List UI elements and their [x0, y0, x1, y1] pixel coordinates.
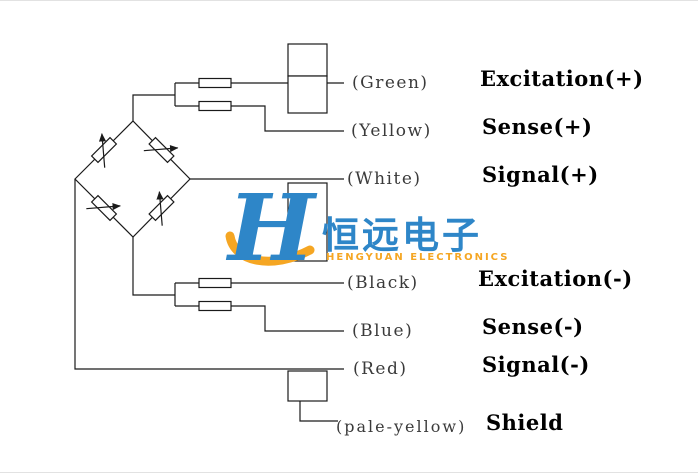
- strain-gauge: [86, 194, 121, 222]
- terminal-block-bottom: [287, 370, 328, 402]
- resistor: [198, 77, 232, 89]
- wire-function-label: Sense(-): [482, 314, 584, 339]
- wire-color-label: (Black): [347, 273, 419, 293]
- wire-color-label: (Green): [352, 73, 429, 93]
- compensation-resistors: [198, 77, 232, 312]
- strain-gauge: [143, 136, 179, 164]
- wire-color-label: (Blue): [352, 321, 414, 341]
- wire-row-red: (Red) Signal(-): [0, 352, 698, 383]
- wire-function-label: Shield: [486, 410, 564, 435]
- wire-row-green: (Green) Excitation(+): [0, 66, 698, 97]
- strain-gauge: [90, 133, 118, 168]
- wire-function-label: Signal(+): [482, 162, 599, 187]
- wheatstone-bridge: [74, 120, 191, 238]
- wire-row-blue: (Blue) Sense(-): [0, 314, 698, 345]
- resistor: [198, 300, 232, 312]
- wire-row-yellow: (Yellow) Sense(+): [0, 114, 698, 145]
- wire-function-label: Excitation(+): [480, 66, 644, 91]
- wire-color-label: (pale-yellow): [336, 417, 467, 436]
- resistor: [198, 100, 232, 112]
- strain-gauge: [148, 191, 175, 226]
- wire-function-label: Excitation(-): [478, 266, 633, 291]
- wire-function-label: Sense(+): [482, 114, 593, 139]
- terminal-block-top-cell-2: [287, 75, 328, 114]
- wire-row-shield: (pale-yellow) Shield: [0, 410, 698, 441]
- wire-row-white: (White) Signal(+): [0, 162, 698, 193]
- wire-color-label: (White): [347, 169, 422, 189]
- wire-row-black: (Black) Excitation(-): [0, 266, 698, 297]
- resistor: [198, 277, 232, 289]
- terminal-blocks: [287, 43, 328, 402]
- wire-color-label: (Yellow): [351, 121, 432, 141]
- wire-function-label: Signal(-): [482, 352, 590, 377]
- wire-color-label: (Red): [353, 359, 408, 379]
